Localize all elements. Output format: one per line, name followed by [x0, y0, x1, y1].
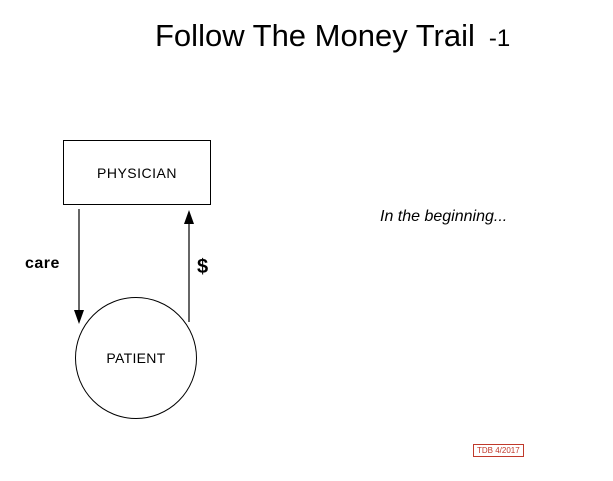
slide-title-text: Follow The Money Trail: [155, 18, 475, 53]
care-arrow: [74, 209, 84, 324]
slide-caption: In the beginning...: [380, 208, 508, 225]
payment-arrow-head: [184, 210, 194, 224]
physician-node: PHYSICIAN: [63, 140, 211, 205]
author-stamp: TDB 4/2017: [473, 444, 524, 457]
patient-label: PATIENT: [106, 350, 166, 366]
care-edge-label: care: [25, 255, 60, 272]
slide-title-suffix: -1: [488, 25, 511, 52]
care-arrow-head: [74, 310, 84, 324]
payment-arrow: [184, 210, 194, 322]
physician-label: PHYSICIAN: [97, 164, 177, 181]
patient-node: PATIENT: [75, 297, 197, 419]
slide-title: Follow The Money Trail -1: [155, 16, 510, 59]
payment-edge-label: $: [197, 256, 209, 278]
